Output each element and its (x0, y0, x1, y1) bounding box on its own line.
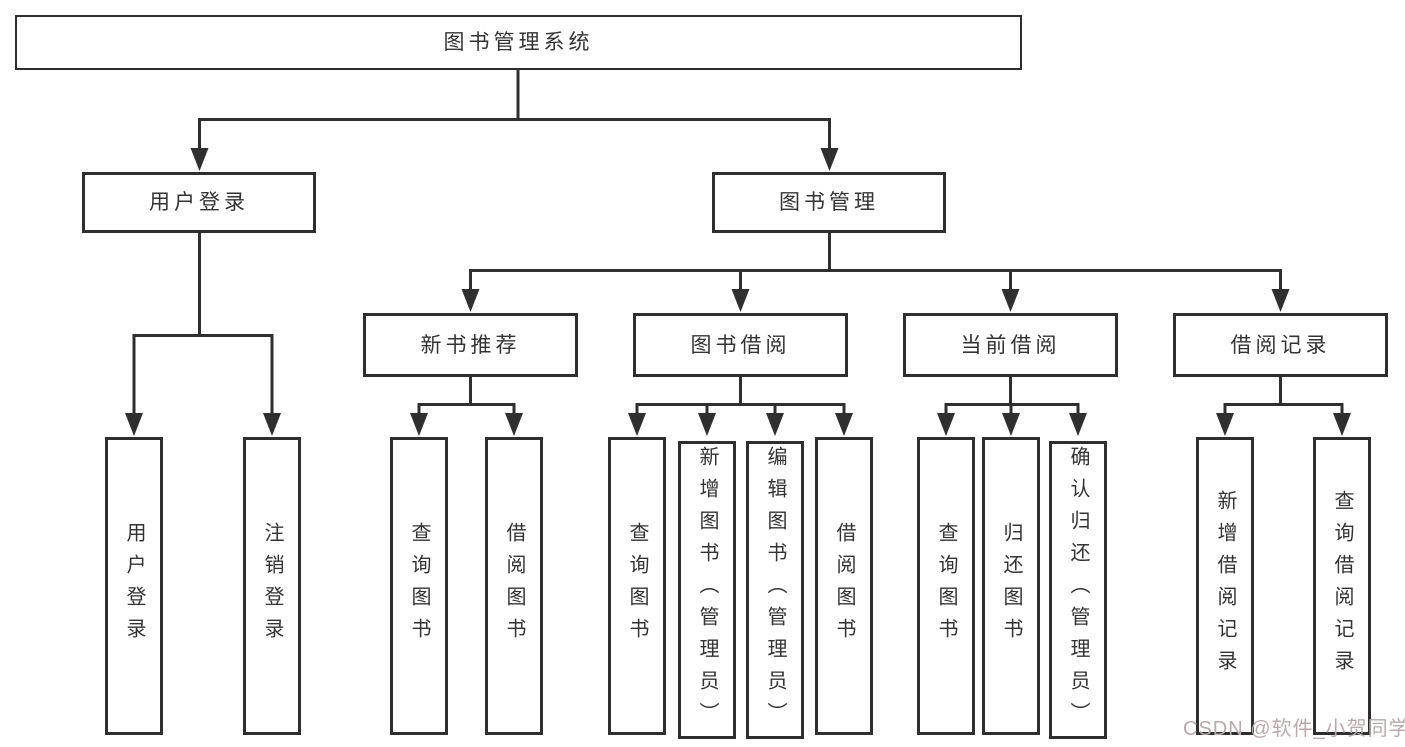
arrowhead-icon (1271, 289, 1290, 312)
leaf-add-borrow-record: 新增借阅记录 (1196, 437, 1254, 735)
leaf-query-books-borrow: 查询图书 (608, 437, 666, 735)
arrowhead-icon (1001, 289, 1020, 312)
arrowhead-icon (766, 413, 784, 436)
node-label: 图书管理 (779, 191, 879, 214)
leaf-add-book-admin: 新增图书（管理员） (678, 441, 736, 739)
node-label: 用户登录 (149, 191, 249, 214)
arrowhead-icon (461, 289, 480, 312)
node-book-management: 图书管理 (712, 172, 946, 233)
leaf-label: 查询借阅记录 (1331, 490, 1353, 682)
leaf-label: 查询图书 (626, 522, 648, 650)
arrowheads (125, 148, 1351, 436)
leaf-label: 查询图书 (408, 522, 430, 650)
leaf-return-book: 归还图书 (982, 437, 1040, 735)
arrowhead-icon (410, 413, 428, 436)
arrowhead-icon (628, 413, 646, 436)
leaf-borrow-books-recommend: 借阅图书 (485, 437, 543, 735)
node-label: 图书管理系统 (443, 31, 594, 54)
arrowhead-icon (190, 148, 209, 171)
arrowhead-icon (835, 413, 853, 436)
leaf-label: 借阅图书 (833, 522, 855, 650)
leaf-query-books-current: 查询图书 (917, 437, 975, 735)
node-book-borrowing: 图书借阅 (633, 313, 848, 377)
node-label: 借阅记录 (1230, 333, 1331, 357)
arrowhead-icon (125, 413, 143, 436)
leaf-label: 用户登录 (123, 522, 145, 650)
arrowhead-icon (1216, 413, 1234, 436)
leaf-edit-book-admin: 编辑图书（管理员） (746, 441, 804, 739)
arrowhead-icon (1002, 413, 1020, 436)
leaf-label: 新增借阅记录 (1214, 490, 1236, 682)
arrowhead-icon (1333, 413, 1351, 436)
leaf-user-login: 用户登录 (105, 437, 163, 735)
arrowhead-icon (731, 289, 750, 312)
node-current-borrowing: 当前借阅 (903, 313, 1118, 377)
connector-lines (132, 70, 1344, 416)
arrowhead-icon (820, 148, 839, 171)
node-label: 当前借阅 (960, 333, 1061, 357)
leaf-query-borrow-record: 查询借阅记录 (1313, 437, 1371, 735)
arrowhead-icon (505, 413, 523, 436)
leaf-label: 查询图书 (935, 522, 957, 650)
leaf-label: 新增图书（管理员） (696, 446, 718, 734)
leaf-query-books-recommend: 查询图书 (390, 437, 448, 735)
node-label: 新书推荐 (420, 333, 521, 357)
leaf-label: 注销登录 (261, 522, 283, 650)
leaf-logout: 注销登录 (243, 437, 301, 735)
node-root-system: 图书管理系统 (15, 15, 1022, 70)
node-user-login: 用户登录 (82, 172, 316, 233)
arrowhead-icon (1069, 413, 1087, 436)
leaf-label: 借阅图书 (503, 522, 525, 650)
leaf-borrow-books: 借阅图书 (815, 437, 873, 735)
csdn-watermark: CSDN @软件_小贺同学 (1183, 718, 1405, 740)
leaf-label: 编辑图书（管理员） (764, 446, 786, 734)
leaf-label: 归还图书 (1000, 522, 1022, 650)
node-new-book-recommend: 新书推荐 (363, 313, 578, 377)
leaf-confirm-return-admin: 确认归还（管理员） (1049, 441, 1107, 739)
node-borrowing-records: 借阅记录 (1173, 313, 1388, 377)
node-label: 图书借阅 (690, 333, 791, 357)
arrowhead-icon (263, 413, 281, 436)
arrowhead-icon (937, 413, 955, 436)
arrowhead-icon (698, 413, 716, 436)
leaf-label: 确认归还（管理员） (1067, 446, 1089, 734)
